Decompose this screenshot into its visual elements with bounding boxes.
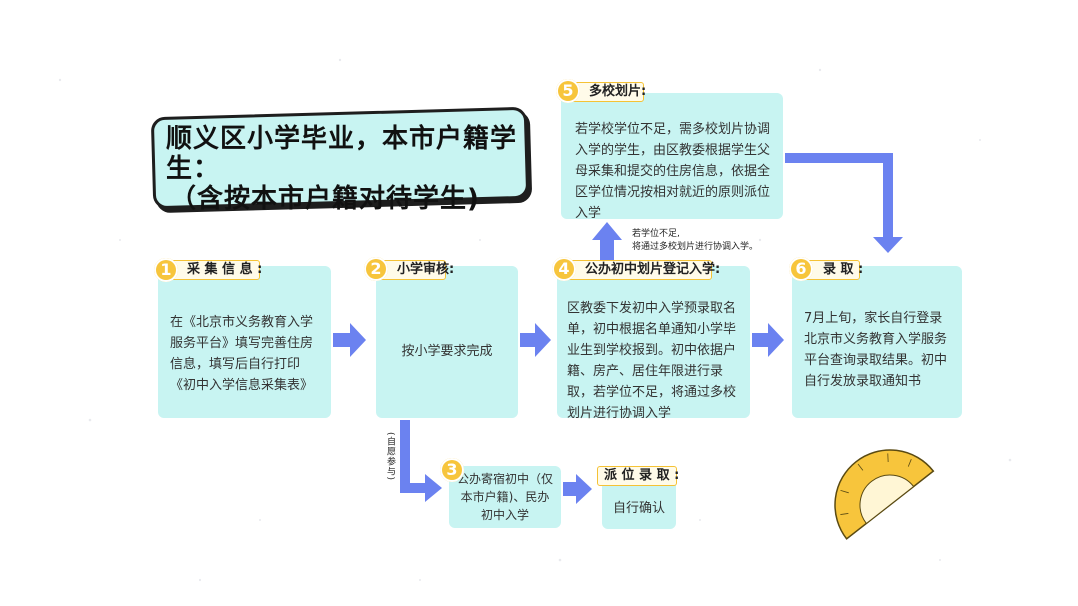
step-4-box: 区教委下发初中入学预录取名单，初中根据名单通知小学毕业生到学校报到。初中依据户籍…	[557, 266, 750, 421]
arrow-1-to-2	[333, 323, 366, 357]
step-2-badge: 2	[364, 257, 388, 281]
arrow-2-to-4	[520, 323, 551, 357]
dispatch-text: 自行确认	[612, 501, 665, 516]
page-title: 顺义区小学毕业，本市户籍学生： （含按本市户籍对待学生)	[166, 124, 526, 214]
voluntary-note: (自愿参与)	[385, 432, 395, 482]
step-4-label: 公办初中划片登记入学:	[566, 260, 720, 280]
arrow-3-to-dispatch	[563, 474, 592, 504]
step-5-text: 若学校学位不足，需多校划片协调入学的学生，由区教委根据学生父母采集和提交的住房信…	[575, 122, 771, 221]
step-4-badge: 4	[552, 257, 576, 281]
step-4-text: 区教委下发初中入学预录取名单，初中根据名单通知小学毕业生到学校报到。初中依据户籍…	[567, 301, 737, 421]
dispatch-label: 派 位 录 取 :	[597, 466, 679, 486]
title-line-2: （含按本市户籍对待学生)	[170, 184, 480, 214]
step-2-box: 按小学要求完成	[376, 266, 518, 418]
insufficient-note-line-2: 将通过多校划片进行协调入学。	[632, 242, 759, 252]
step-1-label: 采 集 信 息 :	[168, 260, 262, 280]
arrow-5-to-6	[785, 153, 903, 253]
step-1-box: 在《北京市义务教育入学服务平台》填写完善住房信息，填写后自行打印《初中入学信息采…	[158, 266, 331, 418]
step-6-badge: 6	[789, 257, 813, 281]
step-5-badge: 5	[556, 79, 580, 103]
title-line-1: 顺义区小学毕业，本市户籍学生：	[166, 124, 518, 184]
insufficient-note-line-1: 若学位不足,	[632, 229, 680, 239]
arrow-4-to-5	[592, 222, 622, 264]
step-6-label: 录 取 :	[804, 260, 863, 280]
step-6-box: 7月上旬，家长自行登录北京市义务教育入学服务平台查询录取结果。初中自行发放录取通…	[792, 266, 962, 418]
step-3-text: 公办寄宿初中（仅本市户籍)、民办初中入学	[456, 472, 553, 522]
insufficient-seats-note: 若学位不足, 将通过多校划片进行协调入学。	[632, 228, 758, 254]
arrow-2-to-3	[400, 420, 442, 502]
step-2-text: 按小学要求完成	[401, 344, 493, 359]
step-3-box: 公办寄宿初中（仅本市户籍)、民办初中入学	[449, 466, 561, 528]
step-2-label: 小学审核:	[378, 260, 454, 280]
step-1-text: 在《北京市义务教育入学服务平台》填写完善住房信息，填写后自行打印《初中入学信息采…	[170, 315, 314, 393]
step-6-text: 7月上旬，家长自行登录北京市义务教育入学服务平台查询录取结果。初中自行发放录取通…	[804, 311, 948, 389]
arrow-4-to-6	[752, 323, 784, 357]
step-5-box: 若学校学位不足，需多校划片协调入学的学生，由区教委根据学生父母采集和提交的住房信…	[561, 93, 783, 221]
step-1-badge: 1	[154, 258, 178, 282]
step-3-badge: 3	[440, 458, 464, 482]
